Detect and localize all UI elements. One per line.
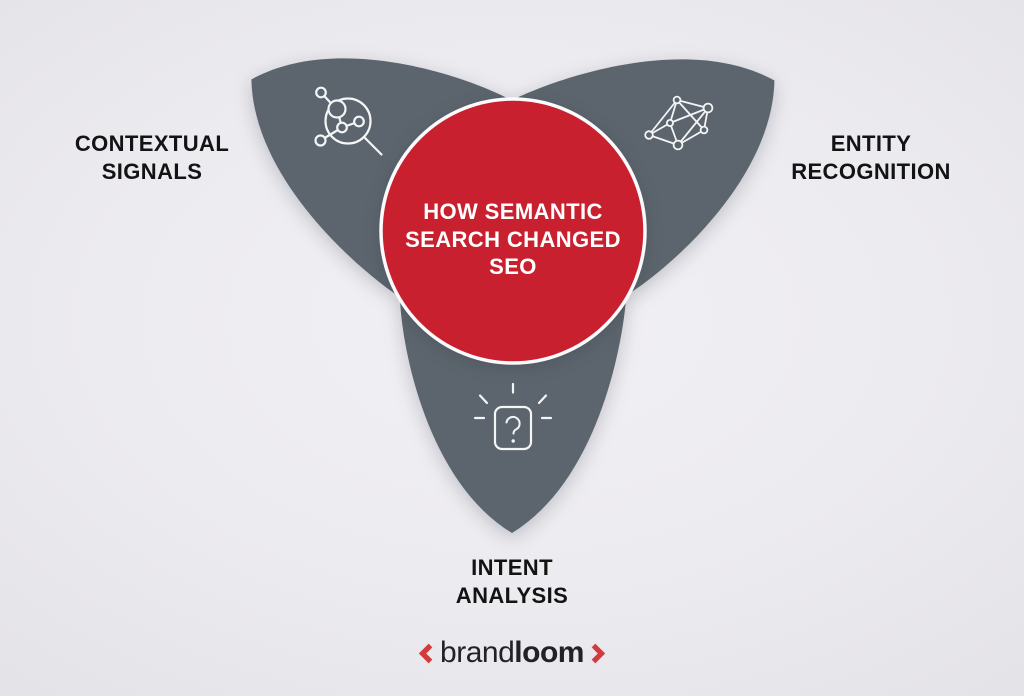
- label-contextual-signals: CONTEXTUAL SIGNALS: [74, 131, 230, 184]
- question-device-icon: [473, 382, 553, 451]
- center-title: HOW SEMANTIC SEARCH CHANGED SEO: [405, 199, 621, 279]
- label-entity-recognition: ENTITY RECOGNITION: [791, 131, 951, 184]
- label-intent-analysis: INTENT ANALYSIS: [455, 555, 569, 608]
- knowledge-graph-icon: [644, 95, 714, 151]
- brandloom-logo: brand loom: [0, 636, 1024, 670]
- logo-wordmark: brand loom: [440, 636, 584, 670]
- logo-left-chevron-icon: [418, 643, 433, 663]
- logo-text-loom: loom: [514, 636, 584, 669]
- molecule-magnifier-icon: [314, 86, 383, 156]
- logo-text-brand: brand: [440, 636, 515, 669]
- center-hub-circle: [379, 97, 647, 365]
- logo-right-chevron-icon: [591, 643, 606, 663]
